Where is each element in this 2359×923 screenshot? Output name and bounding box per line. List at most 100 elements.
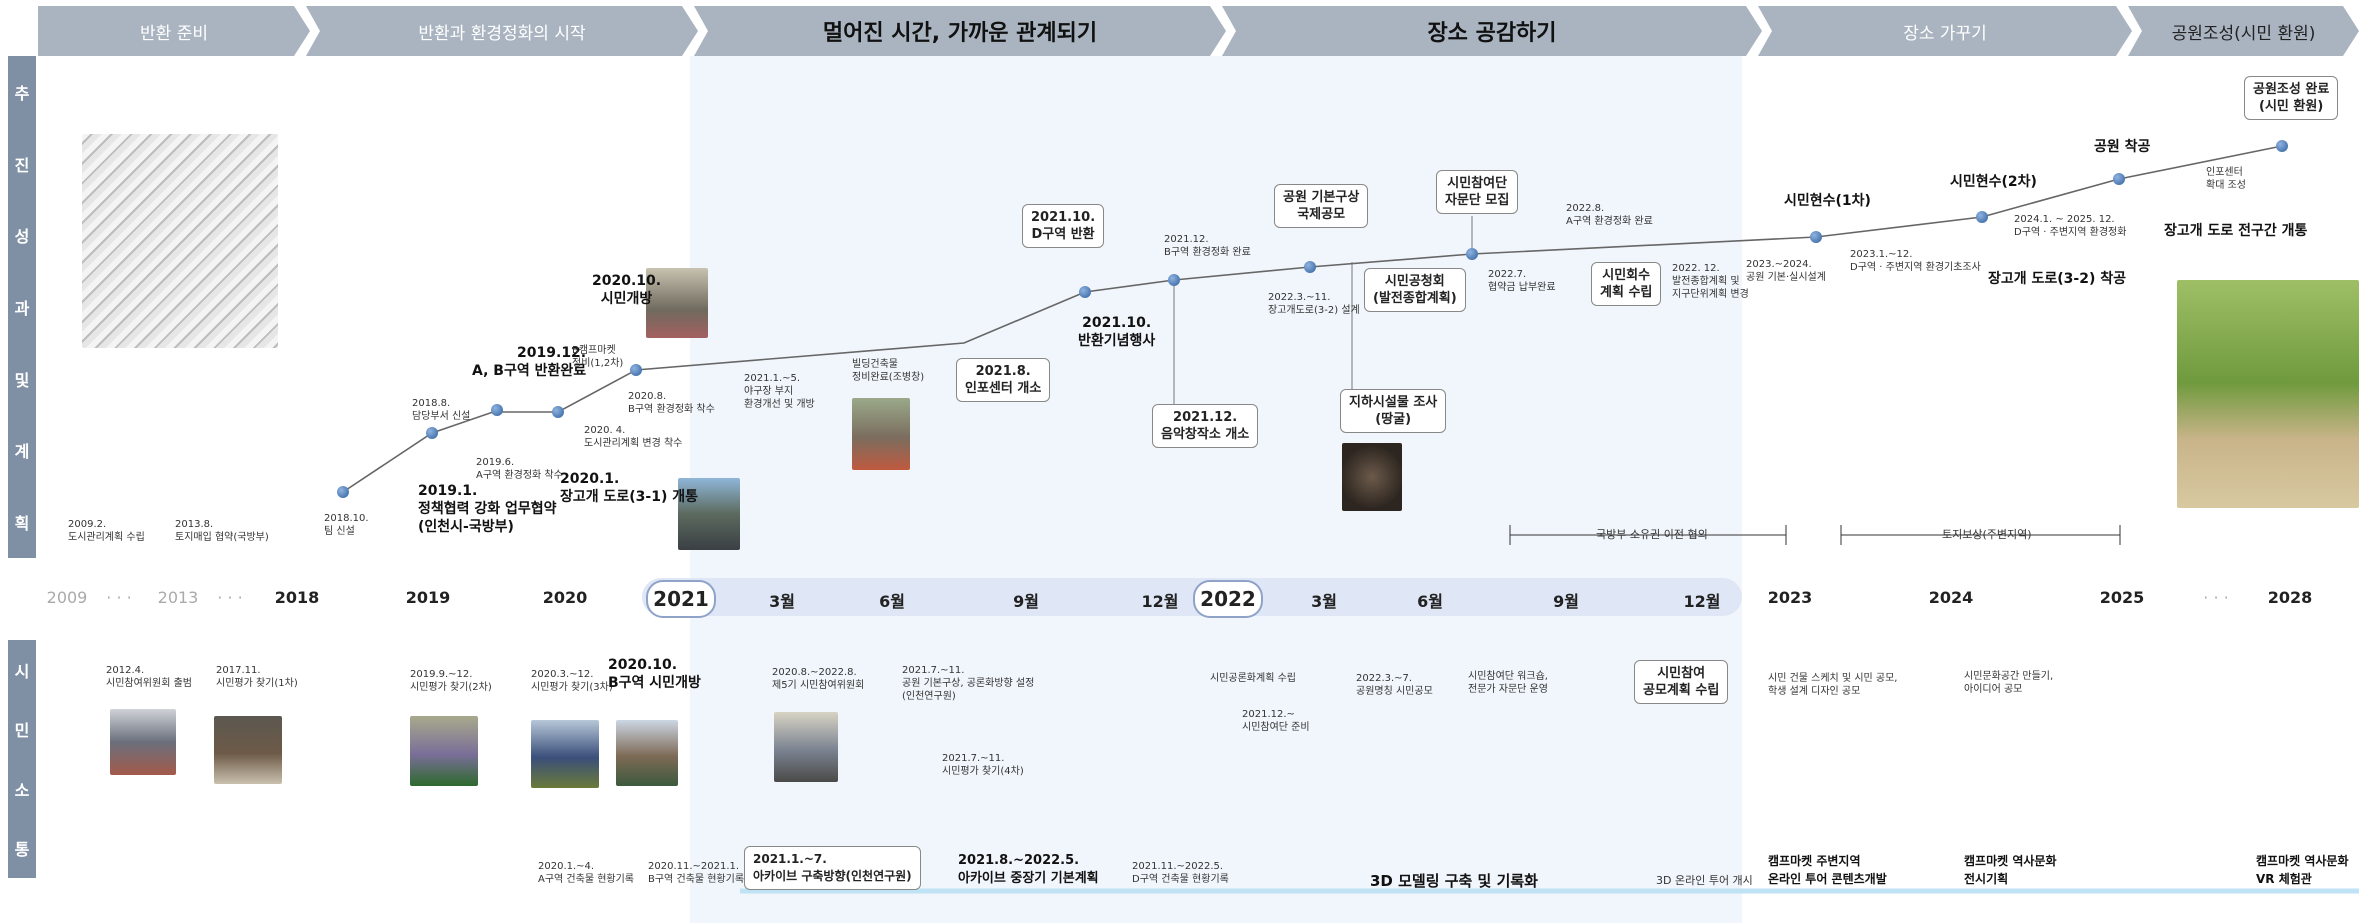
phase-return-prep: 반환 준비 (38, 6, 310, 56)
milestone-dot (426, 427, 438, 439)
opening-photo-image (616, 720, 678, 786)
communication-label: 2020.3.~12. 시민평가 찾기(3차) (531, 669, 613, 693)
milestone-label: 시민현수(1차) (1784, 193, 1871, 209)
archive-label: 2021.11.~2022.5. D구역 건축물 현황기록 (1132, 861, 1229, 885)
milestone-dot (1079, 286, 1091, 298)
side-label-progress: 추 진 성 과 및 계 획 (8, 56, 36, 558)
milestone-label: 시민현수(2차) (1950, 174, 2037, 190)
tick-label: 2025 (2099, 588, 2145, 607)
milestone-label: 2020. 4. 도시관리계획 변경 착수 (584, 425, 683, 449)
archive-label: 3D 온라인 투어 개시 (1656, 874, 1753, 887)
communication-label: 시민문화공간 만들기, 아이디어 공모 (1964, 671, 2054, 695)
milestone-dot (337, 486, 349, 498)
milestone-dot (1466, 248, 1478, 260)
tick-label: 2028 (2267, 588, 2313, 607)
communication-label: 2021.7.~11. 공원 기본구상, 공론화방향 설정 (인천연구원) (902, 665, 1035, 702)
tunnel-photo-image (1342, 443, 1402, 511)
archive-label: 캠프마켓 역사문화 VR 체험관 (2256, 854, 2349, 886)
milestone-label: 2013.8. 토지매입 협약(국방부) (175, 519, 269, 543)
milestone-dot (2276, 140, 2288, 152)
communication-label: 2021.7.~11. 시민평가 찾기(4차) (942, 753, 1024, 777)
milestone-label: 2021.1.~5. 야구장 부지 환경개선 및 개방 (744, 373, 815, 410)
milestone-label: 2024.1. ~ 2025. 12. D구역 · 주변지역 환경정화 (2014, 214, 2127, 238)
year-pill-2022: 2022 (1193, 580, 1263, 618)
meeting-photo-image (110, 709, 176, 775)
milestone-label: 2020.1. 장고개 도로(3-1) 개통 (560, 471, 698, 505)
communication-label: 2019.9.~12. 시민평가 찾기(2차) (410, 669, 492, 693)
milestone-label: 2019.6. A구역 환경정화 착수 (476, 457, 563, 481)
milestone-dot (1810, 231, 1822, 243)
tick-label: 2009 (46, 588, 88, 607)
tick-label: 2022 (1200, 587, 1256, 611)
milestone-label: 공원 착공 (2094, 139, 2151, 155)
milestone-dot (552, 406, 564, 418)
side-char: 추 (14, 83, 30, 103)
event-photo-image (214, 716, 282, 784)
side-char: 통 (14, 840, 30, 860)
archive-label: 캠프마켓 역사문화 전시기획 (1964, 854, 2057, 886)
tick-label: 6월 (879, 592, 905, 611)
side-char: 시 (14, 661, 30, 681)
milestone-label: 장고개 도로 전구간 개통 (2164, 223, 2308, 239)
milestone-label: 2023.~2024. 공원 기본·실시설계 (1746, 259, 1826, 283)
archive-label: 캠프마켓 주변지역 온라인 투어 콘텐츠개발 (1768, 854, 1887, 886)
milestone-label: 2021.12. B구역 환경정화 완료 (1164, 234, 1251, 258)
milestone-label: 2021.10. 반환기념행사 (1078, 315, 1156, 349)
milestone-label: 2019.12. A, B구역 반환완료 (472, 345, 587, 379)
tick-label: 2013 (157, 588, 199, 607)
timeline-bar (642, 578, 1742, 616)
milestone-label: 장고개 도로(3-2) 착공 (1988, 271, 2126, 287)
tick-label: 2018 (274, 588, 320, 607)
milestone-label: 2020.10. 시민개방 (592, 273, 662, 307)
phase-place-care: 장소 가꾸기 (1758, 6, 2132, 56)
range-label: 토지보상(주변지역) (1942, 528, 2032, 541)
archive-label: 2020.1.~4. A구역 건축물 현황기록 (538, 861, 634, 885)
side-char: 소 (14, 780, 30, 800)
tick-label: 2019 (405, 588, 451, 607)
milestone-label: 빌딩건축물 정비완료(조병창) (852, 359, 925, 383)
milestone-dot (491, 404, 503, 416)
archive-label: 3D 모델링 구축 및 기록화 (1370, 872, 1538, 890)
milestone-dot (2113, 173, 2125, 185)
tick-label: 12월 (1141, 592, 1179, 611)
milestone-label: 2022.3.~11. 장고개도로(3-2) 설계 (1268, 292, 1360, 316)
year-pill-2021: 2021 (646, 580, 716, 618)
milestone-dot (1304, 261, 1316, 273)
archive-box: 2021.1.~7. 아카이브 구축방향(인천연구원) (744, 846, 921, 890)
archive-label: 2020.11.~2021.1. B구역 건축물 현황기록 (648, 861, 745, 885)
tick-label: · · · (217, 588, 243, 607)
phase-label: 반환 준비 (140, 23, 208, 44)
tick-label: 2023 (1767, 588, 1813, 607)
milestone-label: 2023.1.~12. D구역 · 주변지역 환경기초조사 (1850, 249, 1981, 273)
side-char: 획 (14, 514, 30, 534)
road-photo-image (678, 478, 740, 550)
group-photo-image (410, 716, 478, 786)
milestone-label: 2019.1. 정책협력 강화 업무협약 (인천시-국방부) (418, 483, 557, 535)
phase-label: 장소 공감하기 (1427, 21, 1557, 46)
park-photo-image (2177, 280, 2359, 508)
milestone-label: 2009.2. 도시관리계획 수립 (68, 519, 145, 543)
side-char: 계 (14, 442, 30, 462)
archive-label: 2021.8.~2022.5. 아카이브 중장기 기본계획 (958, 853, 1099, 886)
side-char: 및 (14, 370, 30, 390)
milestone-label: 2020.8. B구역 환경정화 착수 (628, 391, 715, 415)
side-char: 진 (14, 155, 30, 175)
group-photo-image (531, 720, 599, 788)
communication-label: 2012.4. 시민참여위원회 출범 (106, 665, 192, 689)
milestone-box: 2021.8. 인포센터 개소 (956, 358, 1051, 402)
phase-park-creation: 공원조성(시민 환원) (2128, 6, 2359, 56)
tick-label: 12월 (1683, 592, 1721, 611)
milestone-box: 시민회수 계획 수립 (1591, 262, 1662, 306)
communication-box: 시민참여 공모계획 수립 (1634, 660, 1729, 704)
phase-label: 멀어진 시간, 가까운 관계되기 (822, 21, 1098, 46)
tick-label: 9월 (1553, 592, 1579, 611)
milestone-label: 2018.10. 팀 신설 (324, 513, 369, 537)
milestone-label: 2022. 12. 발전종합계획 및 지구단위계획 변경 (1672, 263, 1749, 300)
tick-label: · · · (2203, 588, 2229, 607)
milestone-label: 2022.7. 협약금 납부완료 (1488, 269, 1556, 293)
phase-label: 반환과 환경정화의 시작 (418, 23, 586, 44)
tick-label: 3월 (1311, 592, 1337, 611)
milestone-dot (1168, 274, 1180, 286)
communication-label: 2020.8.~2022.8. 제5기 시민참여위원회 (772, 667, 865, 691)
range-label: 국방부 소유권 이전 협의 (1596, 528, 1708, 541)
